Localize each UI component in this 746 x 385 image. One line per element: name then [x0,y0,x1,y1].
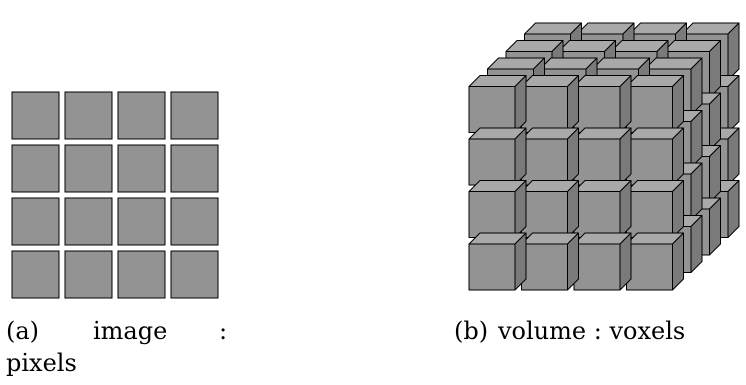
caption-b-text: volume : voxels [498,317,686,345]
pixel [117,144,166,193]
voxel-front-face [573,138,621,186]
voxel-front-face [573,86,621,133]
pixel [11,144,60,193]
voxel-front-face [573,243,621,291]
pixel [117,197,166,246]
pixel [64,91,113,140]
voxel-front-face [626,191,673,238]
pixel [11,250,60,299]
voxel-front-face [468,191,516,238]
voxel-cube [468,22,740,291]
voxel-front-face [626,138,673,186]
pixel [117,250,166,299]
voxel-front-face [521,86,568,133]
voxel-front-face [521,243,568,291]
pixel [170,197,219,246]
voxel-front-face [468,86,516,133]
voxel-front-face [468,138,516,186]
pixel-grid [11,91,219,299]
pixel [11,91,60,140]
voxel-front-face [626,243,673,291]
pixel [64,144,113,193]
caption-b-label: (b) [454,317,489,345]
voxel-front-face [573,191,621,238]
caption-b: (b) volume : voxels [440,310,746,346]
caption-a-word-image: image [93,317,168,345]
pixel [170,91,219,140]
pixel [11,197,60,246]
caption-a: (a) image : pixels [0,310,240,380]
caption-a-separator: : [219,317,228,345]
pixel [64,197,113,246]
caption-a-word-pixels: pixels [6,349,77,377]
voxel-front-face [521,138,568,186]
pixel [170,144,219,193]
pixel [117,91,166,140]
pixel [64,250,113,299]
voxel-front-face [626,86,673,133]
voxel-front-face [521,191,568,238]
pixel [170,250,219,299]
voxel-front-face [468,243,516,291]
caption-a-label: (a) [6,317,40,345]
